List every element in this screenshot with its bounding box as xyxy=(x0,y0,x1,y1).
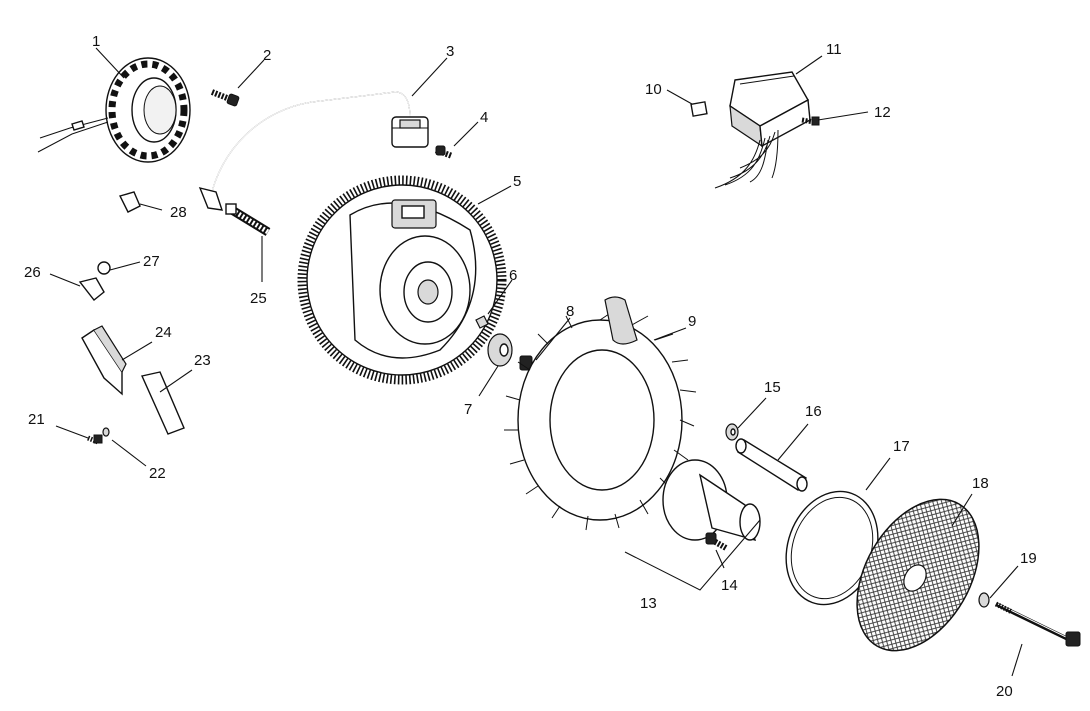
callout-5: 5 xyxy=(513,173,521,190)
cooling-fan xyxy=(504,296,697,531)
washer-part-27 xyxy=(97,261,111,275)
callout-20: 20 xyxy=(996,683,1013,700)
clamp-part-26 xyxy=(78,277,105,301)
woodruff-key xyxy=(475,315,489,329)
washer-part-15 xyxy=(725,423,739,441)
callout-7: 7 xyxy=(464,401,472,418)
fan-hub xyxy=(624,459,761,591)
callout-13: 13 xyxy=(640,595,657,612)
callout-6: 6 xyxy=(509,267,517,284)
screen-bolt xyxy=(994,601,1081,647)
bracket-part-23 xyxy=(141,371,185,435)
callout-22: 22 xyxy=(149,465,166,482)
hub-bolt xyxy=(705,532,728,551)
callout-10: 10 xyxy=(645,81,662,98)
clip-nut xyxy=(690,101,708,117)
gasket-ring xyxy=(785,490,879,606)
flywheel-washer xyxy=(487,333,513,367)
callout-2: 2 xyxy=(263,47,271,64)
voltage-regulator xyxy=(714,71,811,189)
flywheel xyxy=(297,175,507,385)
callout-4: 4 xyxy=(480,109,488,126)
callout-28: 28 xyxy=(170,204,187,221)
screw-part-4 xyxy=(434,145,454,159)
callout-27: 27 xyxy=(143,253,160,270)
spacer-tube xyxy=(735,438,808,492)
callout-19: 19 xyxy=(1020,550,1037,567)
callout-17: 17 xyxy=(893,438,910,455)
callout-11: 11 xyxy=(826,41,842,58)
callout-1: 1 xyxy=(92,33,100,50)
bracket-part-24 xyxy=(81,325,127,396)
leader-lines xyxy=(49,47,1023,677)
stator xyxy=(37,57,191,163)
callout-12: 12 xyxy=(874,104,891,121)
screw-part-21 xyxy=(87,434,103,445)
screw-part-12 xyxy=(801,116,820,126)
callout-23: 23 xyxy=(194,352,211,369)
callout-21: 21 xyxy=(28,411,45,428)
callout-8: 8 xyxy=(566,303,574,320)
washer-part-19 xyxy=(978,592,990,608)
callout-labels: 1 2 3 4 5 6 7 8 9 10 11 12 13 14 15 16 1… xyxy=(24,33,1037,700)
washer-part-22 xyxy=(102,427,110,437)
screw-part-2 xyxy=(210,89,240,107)
callout-25: 25 xyxy=(250,290,267,307)
callout-16: 16 xyxy=(805,403,822,420)
callout-26: 26 xyxy=(24,264,41,281)
callout-3: 3 xyxy=(446,43,454,60)
callout-15: 15 xyxy=(764,379,781,396)
rotating-screen xyxy=(856,498,980,652)
clip-part-28 xyxy=(118,191,141,213)
callout-14: 14 xyxy=(721,577,738,594)
spark-plug xyxy=(225,203,271,236)
callout-24: 24 xyxy=(155,324,172,341)
ignition-coil xyxy=(198,91,429,211)
callout-18: 18 xyxy=(972,475,989,492)
callout-9: 9 xyxy=(688,313,696,330)
